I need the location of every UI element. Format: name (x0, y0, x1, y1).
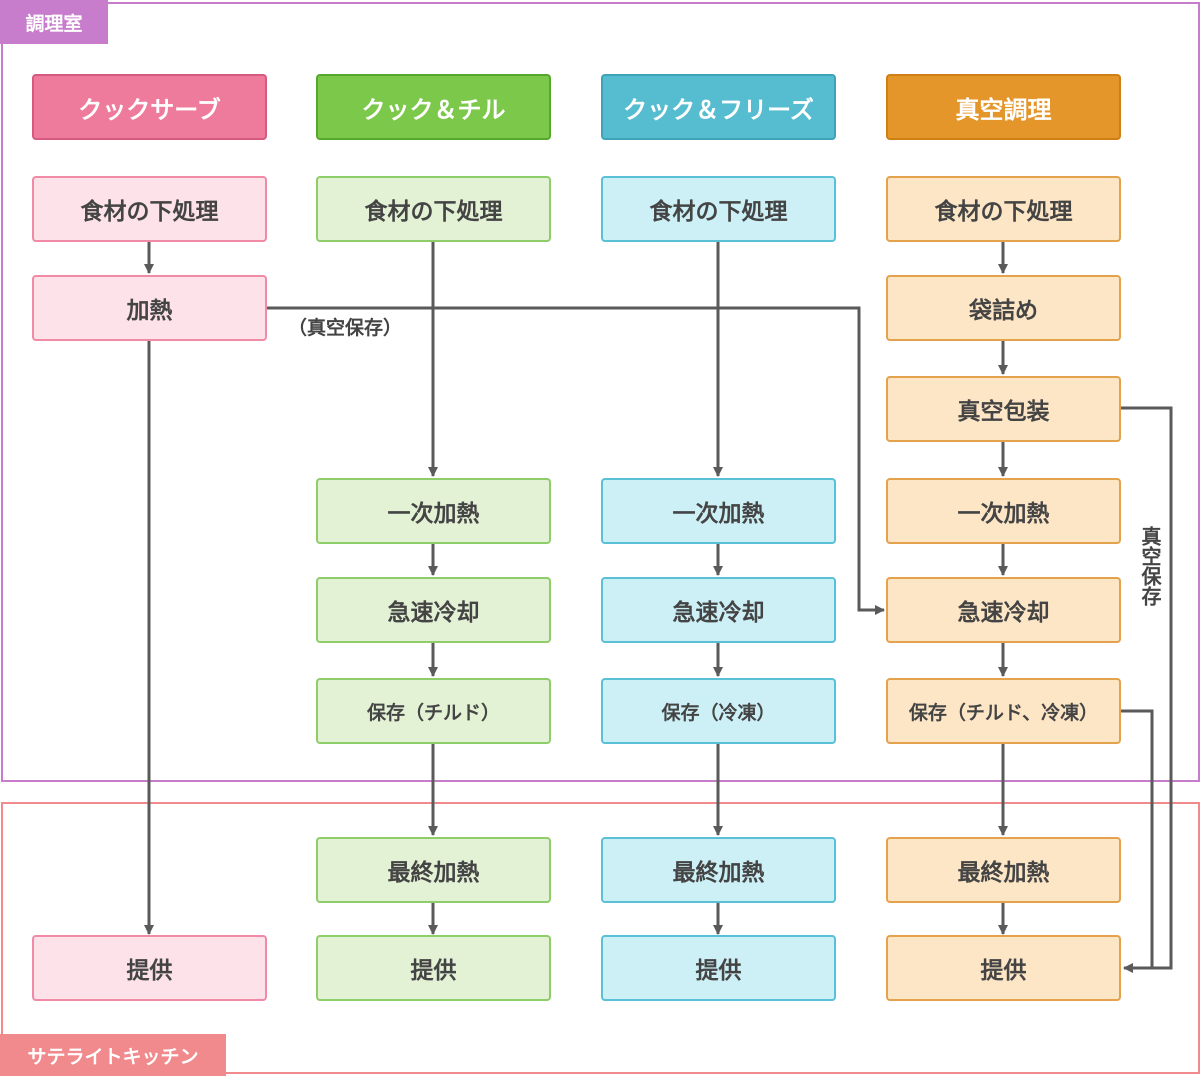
vacuum-prep-node: 食材の下処理 (886, 176, 1121, 242)
arrow-serve-heat-to-vac-cool (266, 306, 885, 615)
freeze-store-node: 保存（冷凍） (601, 678, 836, 744)
header-cook-chill: クック＆チル (316, 74, 551, 140)
header-cook-serve: クックサーブ (32, 74, 267, 140)
serve-heat-node: 加熱 (32, 275, 267, 341)
chill-primary-heat-node: 一次加熱 (316, 478, 551, 544)
header-vacuum-cooking: 真空調理 (886, 74, 1121, 140)
serve-serve-node: 提供 (32, 935, 267, 1001)
kitchen-region-label: 調理室 (0, 0, 108, 44)
label-vacuum-storage: 真空保存 (1138, 526, 1162, 606)
serve-prep-node: 食材の下処理 (32, 176, 267, 242)
vacuum-store-node: 保存（チルド、冷凍） (886, 678, 1121, 744)
freeze-rapid-cool-node: 急速冷却 (601, 577, 836, 643)
vacuum-rapid-cool-node: 急速冷却 (886, 577, 1121, 643)
freeze-prep-node: 食材の下処理 (601, 176, 836, 242)
chill-store-node: 保存（チルド） (316, 678, 551, 744)
vacuum-primary-heat-node: 一次加熱 (886, 478, 1121, 544)
vacuum-serve-node: 提供 (886, 935, 1121, 1001)
chill-rapid-cool-node: 急速冷却 (316, 577, 551, 643)
vacuum-pack-node: 真空包装 (886, 376, 1121, 442)
freeze-primary-heat-node: 一次加熱 (601, 478, 836, 544)
freeze-serve-node: 提供 (601, 935, 836, 1001)
header-cook-freeze: クック＆フリーズ (601, 74, 836, 140)
chill-final-heat-node: 最終加熱 (316, 837, 551, 903)
vacuum-bagging-node: 袋詰め (886, 275, 1121, 341)
vacuum-final-heat-node: 最終加熱 (886, 837, 1121, 903)
satellite-kitchen-region (1, 802, 1200, 1074)
label-vacuum-storage-paren: （真空保存） (288, 317, 403, 339)
satellite-kitchen-label: サテライトキッチン (0, 1034, 226, 1076)
kitchen-region (1, 2, 1200, 782)
arrow-vac-pack-to-serve (1121, 406, 1173, 973)
chill-prep-node: 食材の下処理 (316, 176, 551, 242)
arrow-vac-store-to-serve (1121, 709, 1154, 968)
chill-serve-node: 提供 (316, 935, 551, 1001)
freeze-final-heat-node: 最終加熱 (601, 837, 836, 903)
